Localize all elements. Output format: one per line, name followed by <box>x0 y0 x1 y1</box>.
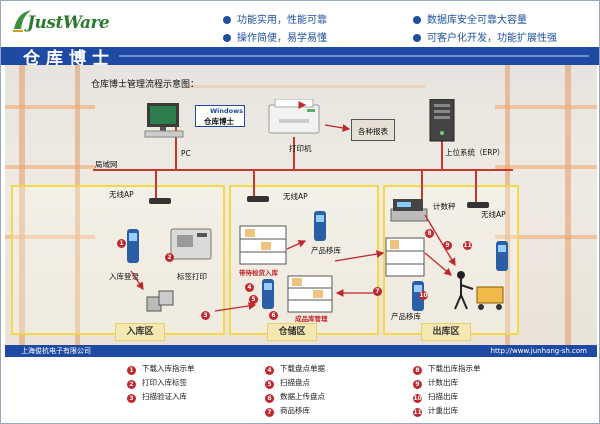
pending-tag: 带待检货入库 <box>239 269 278 277</box>
logo-text: JustWare <box>27 13 110 33</box>
logo-star-icon <box>13 10 31 32</box>
slogan-1: 功能实用，性能可靠 <box>223 11 327 26</box>
handheld-icon-inbound <box>127 229 139 263</box>
logo: JustWare <box>9 5 119 39</box>
server-icon <box>429 99 455 142</box>
worker-icon <box>454 271 504 310</box>
ap-icon-3 <box>467 202 489 208</box>
rack-icon-outbound <box>385 237 425 277</box>
erp-label: 上位系统（ERP） <box>445 148 505 157</box>
lan-label: 局域网 <box>95 160 118 169</box>
software-badge-label: 仓库博士 <box>204 117 234 126</box>
flow-arrows <box>130 124 456 312</box>
pc-icon <box>144 103 184 138</box>
pc-label: PC <box>181 149 191 158</box>
step-badge-10: 10 <box>419 291 428 300</box>
handheld-icon-outbound-2 <box>496 241 508 271</box>
product-move-label-1: 产品移库 <box>311 246 341 255</box>
ap-icon-2 <box>247 196 269 202</box>
step-badge-7: 7 <box>373 287 382 296</box>
zone-label-storage: 仓储区 <box>267 323 317 341</box>
ap-label-1: 无线AP <box>109 190 134 199</box>
step-badge-3: 3 <box>201 311 210 320</box>
footer-bar: 上海俊杭电子有限公司 http://www.junhang-sh.com <box>5 345 597 357</box>
handheld-icon-storage <box>314 211 326 241</box>
label-print-label: 标签打印 <box>177 272 207 281</box>
handheld-icon-count <box>262 279 274 309</box>
company-url[interactable]: http://www.junhang-sh.com <box>490 347 587 355</box>
rack-icon-pending <box>239 225 287 265</box>
ap-label-3: 无线AP <box>481 210 506 219</box>
cartons-icon-inbound <box>146 290 174 312</box>
header: JustWare 功能实用，性能可靠 数据库安全可靠大容量 操作简便，易学易懂 … <box>1 1 599 47</box>
ap-icon-1 <box>149 198 171 204</box>
reports-box: 各种报表 <box>351 119 395 141</box>
zone-inbound <box>11 185 225 335</box>
printer-icon <box>268 99 320 134</box>
zone-label-inbound: 入库区 <box>115 323 165 341</box>
rack-icon-finished <box>287 275 333 313</box>
step-badge-9: 9 <box>443 241 452 250</box>
diagram-area: 仓库博士管理流程示意图： 入库区 仓储区 出库区 局域网 PC Windows … <box>5 65 597 345</box>
step-badge-6: 6 <box>269 311 278 320</box>
software-badge: Windows 仓库博士 <box>195 105 245 127</box>
product-move-label-2: 产品移库 <box>391 312 421 321</box>
step-badge-11: 11 <box>463 241 472 250</box>
inbound-reg-label: 入库登录 <box>109 272 139 281</box>
step-badge-2: 2 <box>165 253 174 262</box>
slogan-3: 操作简便，易学易懂 <box>223 29 327 44</box>
lan-line <box>93 169 513 171</box>
title-bar: 仓库博士 <box>1 47 599 69</box>
finished-tag: 成品库管理 <box>295 315 328 323</box>
zone-label-outbound: 出库区 <box>421 323 471 341</box>
software-badge-top: Windows <box>210 107 244 115</box>
label-printer-icon <box>170 228 212 260</box>
scale-icon <box>390 199 428 222</box>
company-name: 上海俊杭电子有限公司 <box>21 347 91 355</box>
page-title: 仓库博士 <box>23 49 115 69</box>
step-badge-8: 8 <box>425 229 434 238</box>
slogan-2: 数据库安全可靠大容量 <box>413 11 527 26</box>
printer-label: 打印机 <box>289 144 312 153</box>
step-badge-1: 1 <box>117 239 126 248</box>
handheld-icon-outbound <box>412 281 424 311</box>
diagram-caption: 仓库博士管理流程示意图： <box>91 80 200 90</box>
slogan-4: 可客户化开发，功能扩展性强 <box>413 29 557 44</box>
reports-label: 各种报表 <box>358 127 388 136</box>
step-badge-4: 4 <box>245 283 254 292</box>
scale-label: 计数秤 <box>433 202 456 211</box>
step-badge-5: 5 <box>249 295 258 304</box>
ap-label-2: 无线AP <box>283 192 308 201</box>
